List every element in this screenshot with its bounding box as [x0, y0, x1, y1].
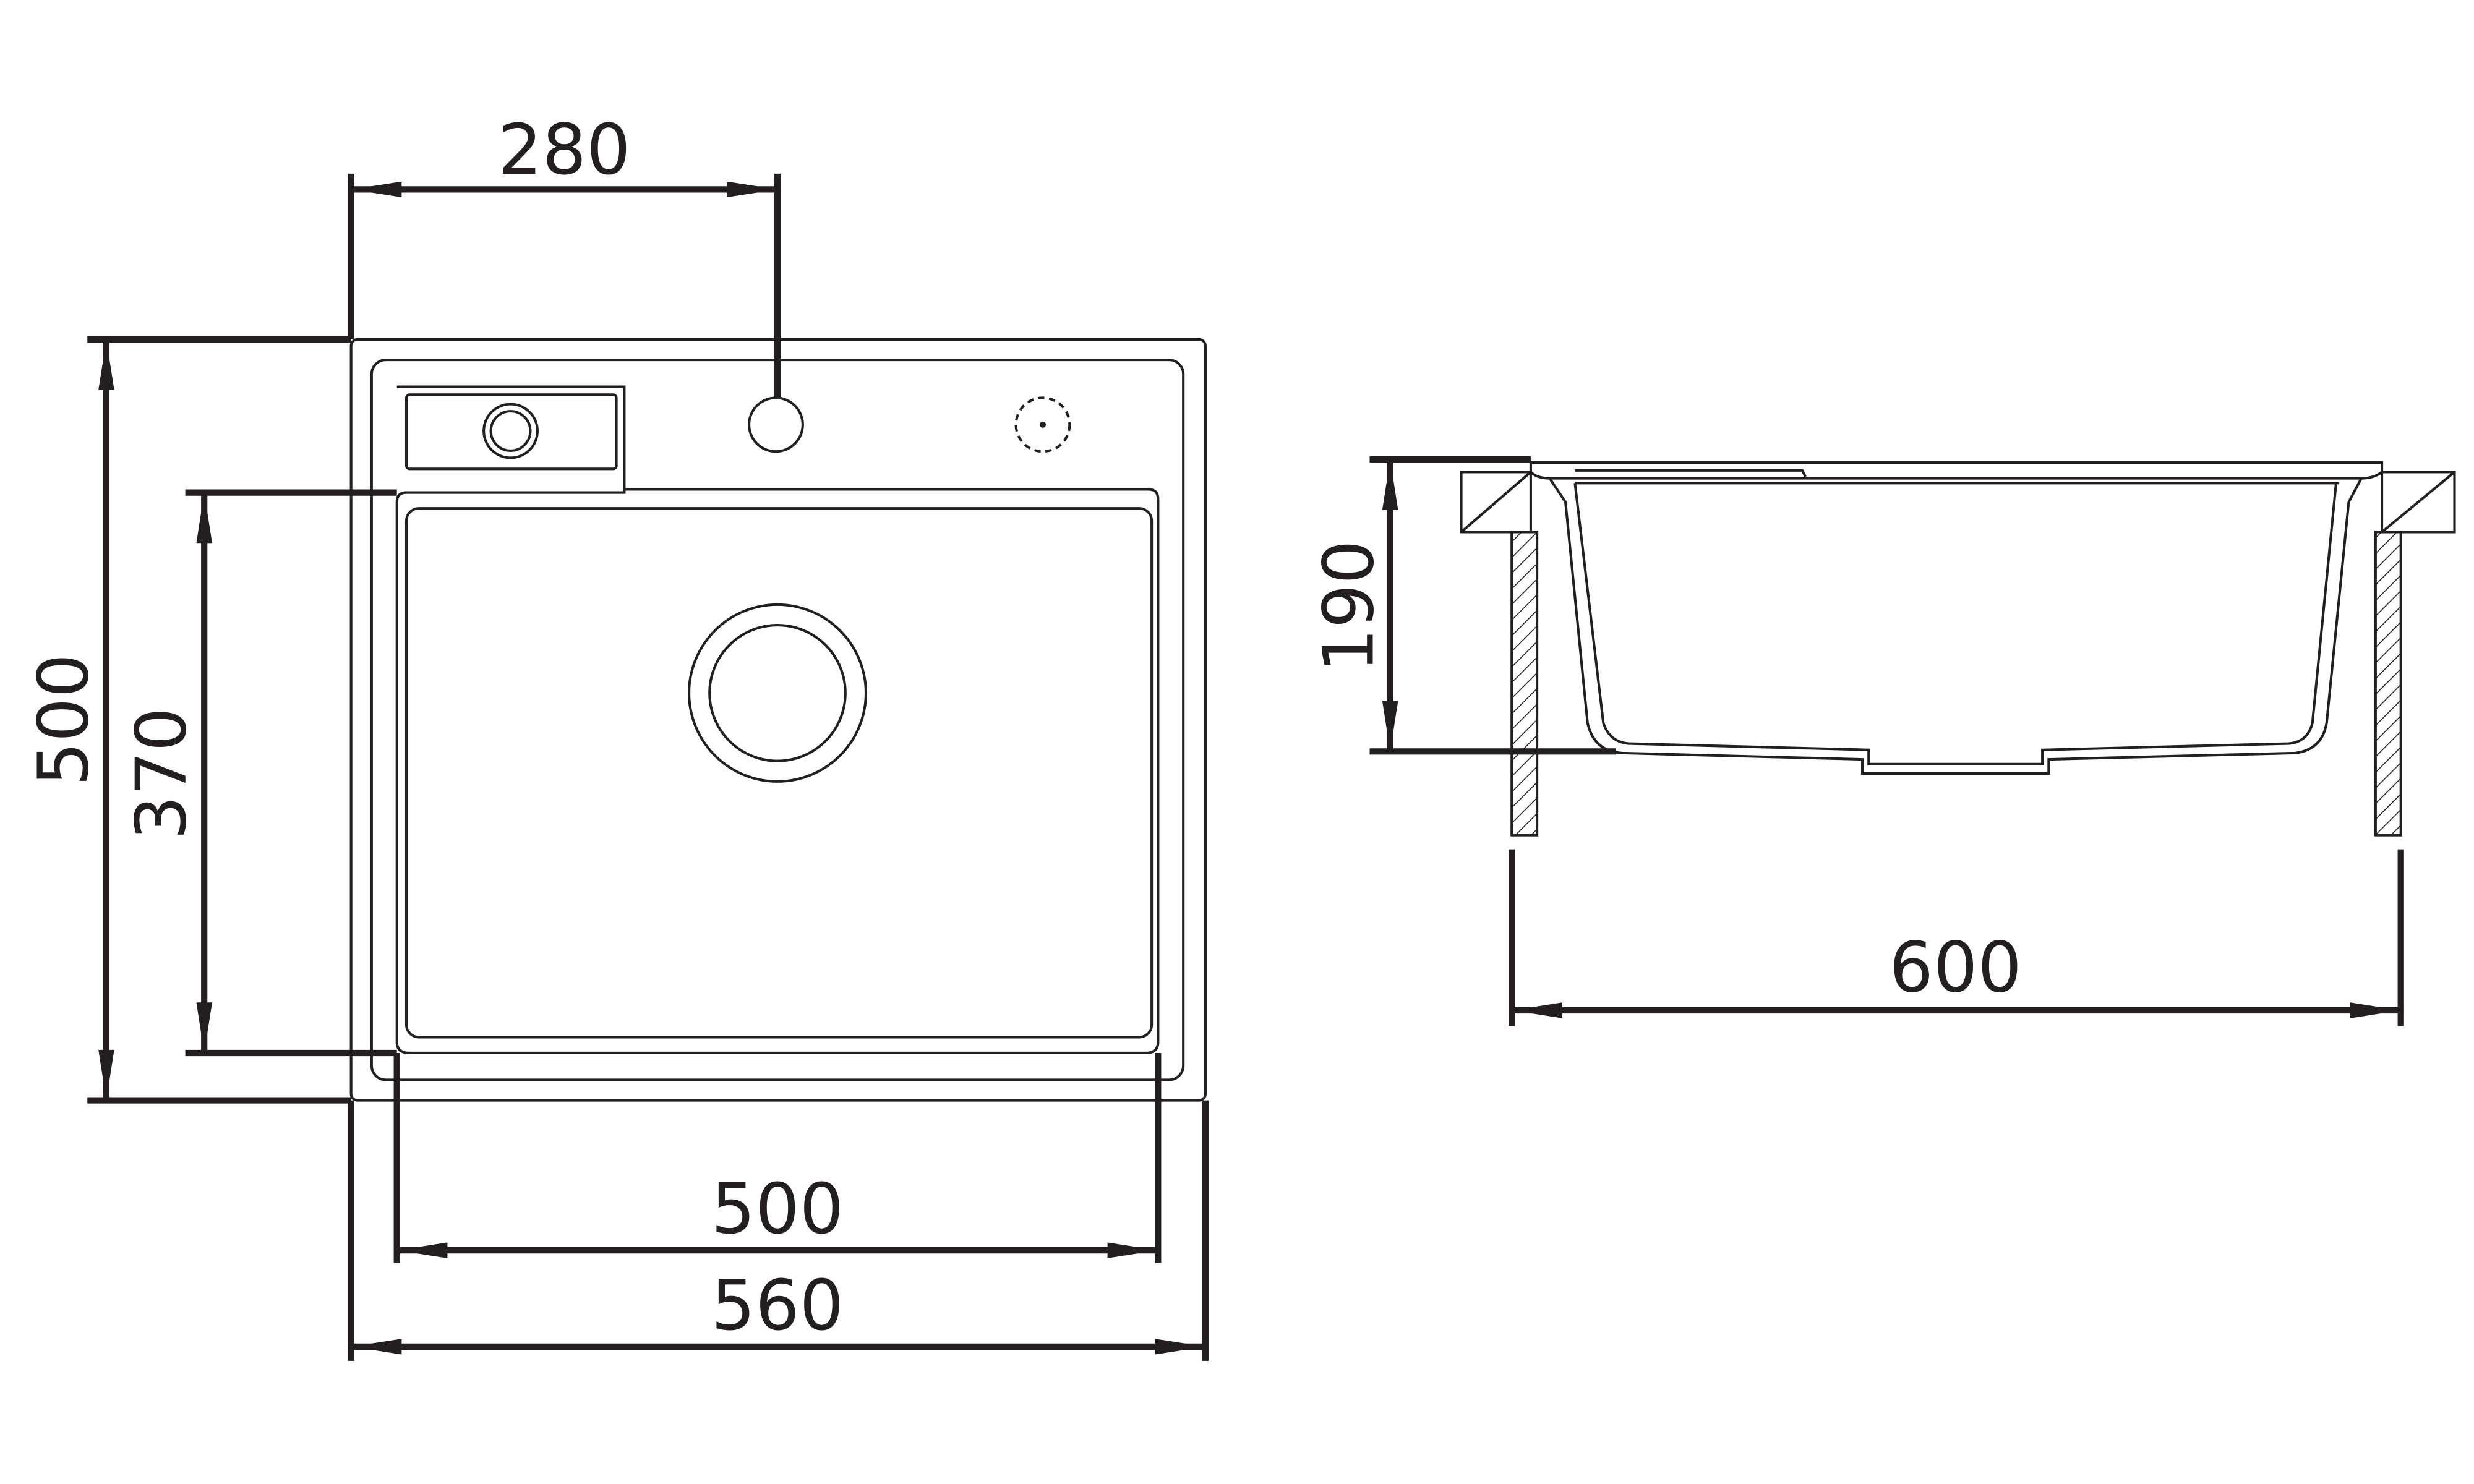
- sink-outline: [349, 338, 1207, 1102]
- sink-rim: [1529, 461, 2384, 480]
- dim-label-560: 560: [711, 1266, 844, 1346]
- dim-label-500-vertical: 500: [24, 654, 104, 786]
- top-view: [349, 338, 1207, 1102]
- cabinet-wall-right: [2374, 531, 2402, 837]
- waste-outlet-icon: [688, 603, 868, 783]
- dim-label-500-horizontal: 500: [711, 1169, 844, 1250]
- dim-overall-width: 560: [348, 1100, 1209, 1361]
- drainer-knob-icon: [482, 403, 539, 459]
- dim-bowl-width: 500: [393, 1052, 1162, 1263]
- worktop-left: [1460, 471, 1532, 534]
- dim-label-190: 190: [1309, 540, 1390, 672]
- side-view: [1460, 461, 2456, 837]
- dim-tap-offset: 280: [348, 110, 781, 398]
- drainer-tray: [396, 385, 626, 493]
- dim-cabinet-width: 600: [1509, 849, 2404, 1026]
- sink-profile-inner: [1573, 482, 2340, 765]
- bowl: [395, 488, 1160, 1055]
- optional-tap-hole-icon: [1014, 396, 1071, 453]
- dim-label-370: 370: [122, 707, 202, 840]
- dim-bowl-depth: 370: [122, 489, 397, 1057]
- dim-label-280: 280: [498, 110, 630, 190]
- cabinet-wall-left: [1510, 531, 1539, 837]
- dim-bowl-height: 190: [1309, 456, 1616, 755]
- worktop-right: [2381, 471, 2456, 534]
- dim-label-600: 600: [1889, 927, 2021, 1008]
- tap-hole-icon: [748, 396, 804, 453]
- sink-profile-outer: [1548, 477, 2363, 775]
- dim-overall-depth: 500: [24, 336, 351, 1104]
